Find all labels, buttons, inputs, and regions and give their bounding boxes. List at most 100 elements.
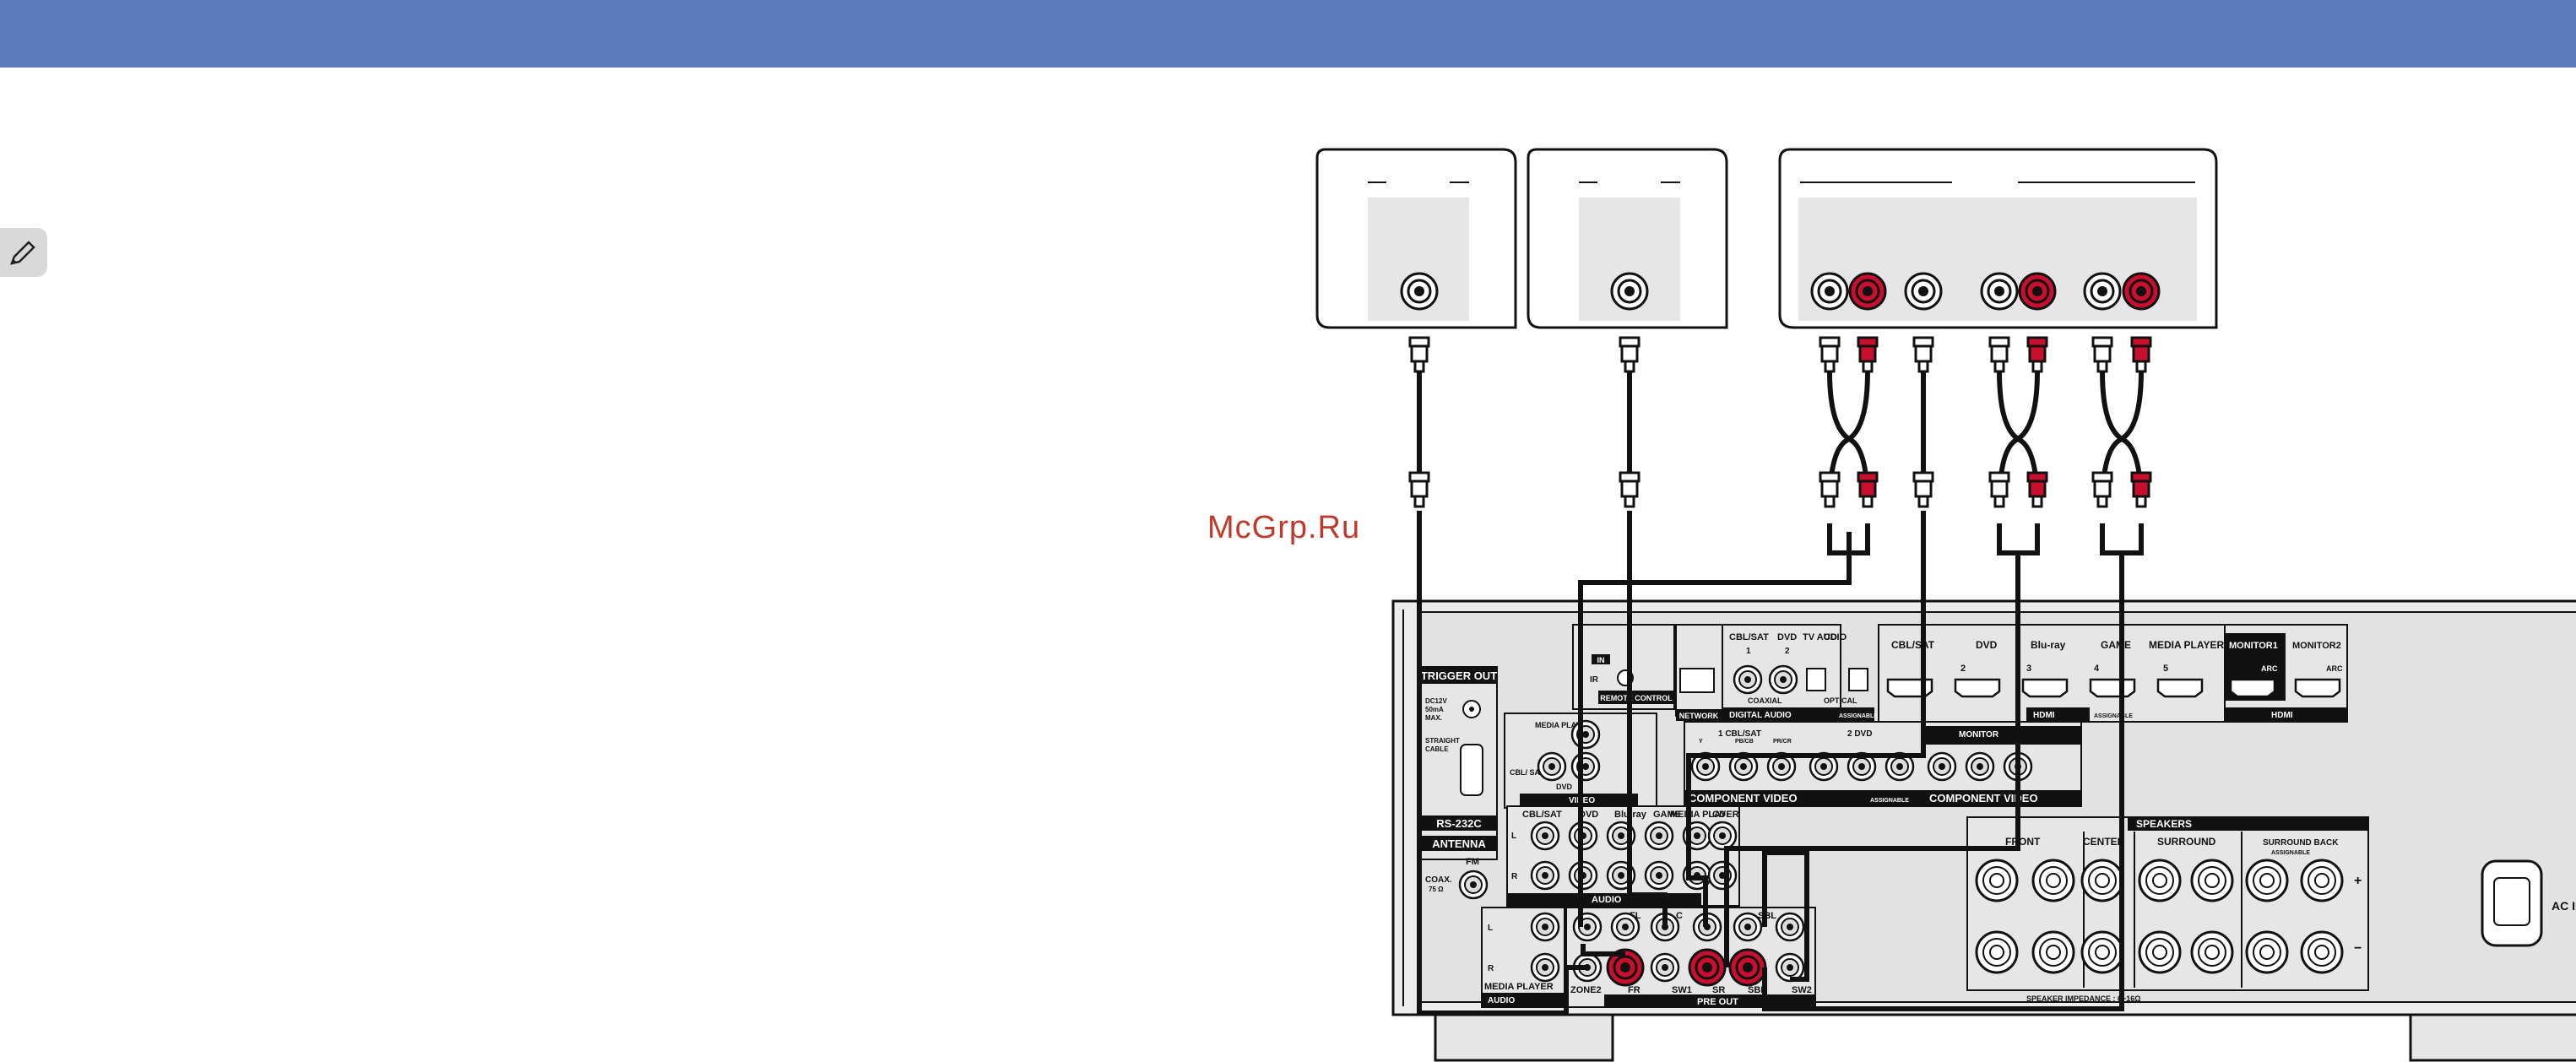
svg-text:FR: FR	[1628, 985, 1641, 995]
svg-text:SURROUND BACK: SURROUND BACK	[2263, 838, 2339, 848]
header-bar	[0, 0, 2576, 68]
svg-text:COMPONENT VIDEO: COMPONENT VIDEO	[1689, 792, 1798, 805]
svg-text:NETWORK: NETWORK	[1679, 712, 1719, 720]
video-section: MEDIA PLAYER CBL/ SAT DVD VIDEO 1 CBL/SA…	[1504, 713, 2082, 809]
svg-text:CBL/SAT: CBL/SAT	[1891, 639, 1935, 651]
svg-text:CD: CD	[1824, 632, 1837, 642]
svg-text:C: C	[1676, 911, 1683, 921]
device-power-amplifier	[1778, 148, 2218, 329]
svg-text:DVD: DVD	[1976, 639, 1998, 651]
svg-text:COAX.: COAX.	[1425, 875, 1452, 885]
svg-text:CD: CD	[1712, 810, 1726, 820]
svg-text:TV AUDIO: TV AUDIO	[1803, 632, 1847, 642]
svg-text:50mA: 50mA	[1425, 706, 1444, 713]
svg-text:SURROUND: SURROUND	[2157, 836, 2216, 848]
svg-text:AUDIO: AUDIO	[1592, 895, 1622, 905]
cable-plugs	[1408, 336, 2152, 508]
svg-text:COMPONENT VIDEO: COMPONENT VIDEO	[1929, 792, 2038, 805]
device-subwoofer-1	[1315, 148, 1517, 329]
svg-text:2 DVD: 2 DVD	[1847, 729, 1872, 739]
svg-text:+: +	[2354, 874, 2362, 888]
svg-text:Blu-ray: Blu-ray	[2031, 639, 2066, 651]
svg-text:ZONE2: ZONE2	[1570, 985, 1602, 995]
svg-text:MEDIA PLAYER: MEDIA PLAYER	[1484, 982, 1554, 992]
svg-text:CENTER: CENTER	[2083, 836, 2125, 848]
svg-text:SR: SR	[1712, 985, 1725, 995]
svg-text:DC12V: DC12V	[1425, 697, 1447, 705]
svg-text:2: 2	[1785, 647, 1790, 656]
svg-text:TRIGGER OUT: TRIGGER OUT	[1421, 669, 1497, 682]
svg-text:DVD: DVD	[1556, 783, 1573, 791]
svg-text:1 CBL/SAT: 1 CBL/SAT	[1718, 729, 1761, 739]
device-subwoofer-2	[1527, 148, 1728, 329]
svg-text:CBL/ SAT: CBL/ SAT	[1510, 768, 1544, 777]
svg-text:MAX.: MAX.	[1425, 714, 1442, 722]
svg-text:FRONT: FRONT	[2005, 836, 2041, 848]
svg-text:COAXIAL: COAXIAL	[1748, 696, 1782, 705]
svg-text:HDMI: HDMI	[2033, 711, 2055, 720]
svg-text:CABLE: CABLE	[1425, 745, 1449, 753]
svg-text:ASSIGNABLE: ASSIGNABLE	[1870, 798, 1909, 804]
svg-text:REMOTE CONTROL: REMOTE CONTROL	[1600, 694, 1673, 702]
svg-text:MONITOR2: MONITOR2	[2292, 641, 2341, 651]
svg-text:ANTENNA: ANTENNA	[1432, 837, 1486, 850]
svg-text:DVD: DVD	[1777, 632, 1797, 642]
svg-text:Y: Y	[1699, 739, 1703, 745]
svg-text:SPEAKER IMPEDANCE : 6~16Ω: SPEAKER IMPEDANCE : 6~16Ω	[2026, 994, 2141, 1003]
hdmi-section: CBL/SAT DVD Blu-ray GAME MEDIA PLAYER 2 …	[1878, 624, 2348, 723]
svg-text:FM: FM	[1466, 857, 1479, 867]
svg-text:3: 3	[2026, 664, 2031, 674]
svg-text:ASSIGNABLE: ASSIGNABLE	[1839, 713, 1878, 719]
remote-network-section: IN IR REMOTE CONTROL NETWORK CBL/SAT DVD…	[1572, 624, 1878, 723]
svg-text:IN: IN	[1597, 656, 1605, 664]
svg-text:−: −	[2354, 941, 2362, 956]
pre-out-section: L R MEDIA PLAYER AUDIO FL C SBL ZONE2 FR…	[1481, 907, 1816, 1008]
svg-text:HDMI: HDMI	[2271, 711, 2293, 720]
svg-text:GAME: GAME	[2101, 639, 2131, 651]
trigger-section: TRIGGER OUT DC12V 50mA MAX. STRAIGHT CAB…	[1420, 666, 1498, 900]
ac-inlet: AC IN	[2481, 859, 2576, 947]
svg-text:5: 5	[2163, 664, 2168, 674]
speakers-section: SPEAKERS FRONT CENTER SURROUND SURROUND …	[1966, 816, 2369, 1003]
svg-text:MEDIA PLAYER: MEDIA PLAYER	[2149, 639, 2224, 651]
audio-in-section: CBL/SAT DVD Blu-ray GAME MEDIA PLAYER CD…	[1506, 805, 1740, 907]
svg-text:IR: IR	[1590, 675, 1599, 685]
note-tab	[0, 228, 47, 277]
svg-text:AC IN: AC IN	[2552, 899, 2576, 913]
svg-text:ARC: ARC	[2326, 664, 2343, 673]
svg-text:SW2: SW2	[1792, 985, 1812, 995]
cables	[1417, 371, 2144, 1016]
svg-text:L: L	[1488, 924, 1493, 933]
svg-text:PR/CR: PR/CR	[1773, 739, 1792, 745]
watermark: McGrp.Ru	[1207, 510, 1361, 545]
svg-text:ARC: ARC	[2261, 664, 2278, 673]
svg-text:CBL/SAT: CBL/SAT	[1729, 632, 1769, 642]
svg-text:DIGITAL AUDIO: DIGITAL AUDIO	[1729, 711, 1792, 720]
svg-text:STRAIGHT: STRAIGHT	[1425, 737, 1460, 745]
svg-text:CBL/SAT: CBL/SAT	[1522, 810, 1562, 820]
svg-text:PB/CB: PB/CB	[1735, 739, 1754, 745]
svg-text:75 Ω: 75 Ω	[1429, 886, 1444, 893]
svg-text:4: 4	[2094, 664, 2100, 674]
svg-text:SW1: SW1	[1672, 985, 1692, 995]
svg-text:PRE OUT: PRE OUT	[1697, 997, 1738, 1007]
svg-text:RS-232C: RS-232C	[1436, 817, 1482, 830]
svg-text:DVD: DVD	[1579, 810, 1598, 820]
svg-text:L: L	[1511, 832, 1516, 841]
svg-text:MEDIA PLAYER: MEDIA PLAYER	[1670, 810, 1739, 820]
svg-text:2: 2	[1960, 664, 1966, 674]
svg-text:1: 1	[1746, 647, 1751, 656]
svg-text:ASSIGNABLE: ASSIGNABLE	[2271, 850, 2310, 856]
svg-text:ASSIGNABLE: ASSIGNABLE	[2094, 713, 2133, 719]
svg-text:R: R	[1488, 964, 1494, 973]
svg-text:MEDIA PLAYER: MEDIA PLAYER	[1535, 721, 1592, 729]
pencil-icon	[10, 241, 35, 265]
svg-text:MONITOR1: MONITOR1	[2229, 641, 2278, 651]
svg-text:OPTICAL: OPTICAL	[1824, 696, 1857, 705]
svg-text:GAME: GAME	[1653, 810, 1681, 820]
svg-text:MONITOR: MONITOR	[1959, 730, 1999, 740]
svg-text:AUDIO: AUDIO	[1488, 996, 1515, 1005]
svg-text:SPEAKERS: SPEAKERS	[2136, 818, 2192, 830]
svg-text:R: R	[1511, 872, 1518, 881]
